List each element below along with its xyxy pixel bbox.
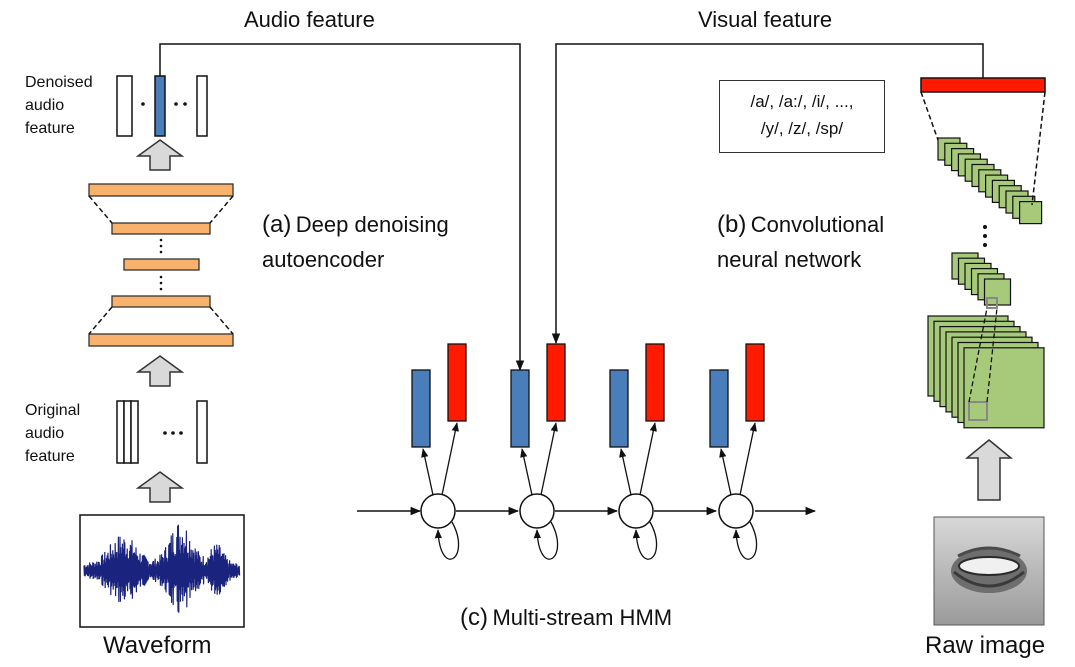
up-arrow-icon bbox=[135, 355, 185, 387]
visual-feature-label: Visual feature bbox=[698, 7, 833, 32]
cnn-title-line-2: neural network bbox=[717, 247, 862, 272]
waveform-image bbox=[79, 514, 245, 628]
raw-image-label: Raw image bbox=[925, 632, 1046, 659]
up-arrow-icon bbox=[135, 471, 185, 503]
raw-image-mouth bbox=[933, 516, 1045, 626]
autoencoder-title-line-2: autoencoder bbox=[262, 247, 385, 272]
feature-map bbox=[1018, 201, 1043, 225]
phoneme-set-box: /a/, /a:/, /i/, ..., /y/, /z/, /sp/ bbox=[719, 80, 885, 153]
autoencoder-title: (a) Deep denoising bbox=[262, 211, 449, 238]
denoised-feature-vectors bbox=[116, 75, 208, 137]
cnn bbox=[920, 77, 1046, 429]
audio-feature-label: Audio feature bbox=[244, 7, 375, 32]
visual-feature-line bbox=[551, 43, 984, 345]
selected-feature-vector bbox=[154, 75, 166, 137]
feature-map bbox=[963, 347, 1045, 429]
autoencoder bbox=[88, 183, 234, 347]
audio-feature-line bbox=[159, 43, 525, 372]
original-feature-vectors bbox=[116, 400, 208, 464]
cnn-title: (b) Convolutional bbox=[717, 211, 885, 238]
multi-stream-hmm bbox=[357, 343, 817, 560]
hmm-state-1 bbox=[411, 343, 467, 560]
up-arrow-icon bbox=[135, 139, 185, 171]
hmm-state-2 bbox=[510, 343, 566, 560]
up-arrow-icon bbox=[964, 439, 1014, 501]
phoneme-list-line-2: /y/, /z/, /sp/ bbox=[760, 119, 844, 138]
hmm-state-4 bbox=[709, 343, 765, 560]
original-feature-label: Original audio feature bbox=[25, 402, 81, 465]
waveform-label: Waveform bbox=[103, 632, 212, 659]
denoised-feature-label: Denoised audio feature bbox=[25, 74, 93, 137]
phoneme-list-line-1: /a/, /a:/, /i/, ..., bbox=[750, 92, 854, 111]
hmm-title: (c) Multi-stream HMM bbox=[460, 604, 673, 631]
hmm-state-3 bbox=[609, 343, 665, 560]
cnn-output-layer bbox=[920, 77, 1046, 93]
